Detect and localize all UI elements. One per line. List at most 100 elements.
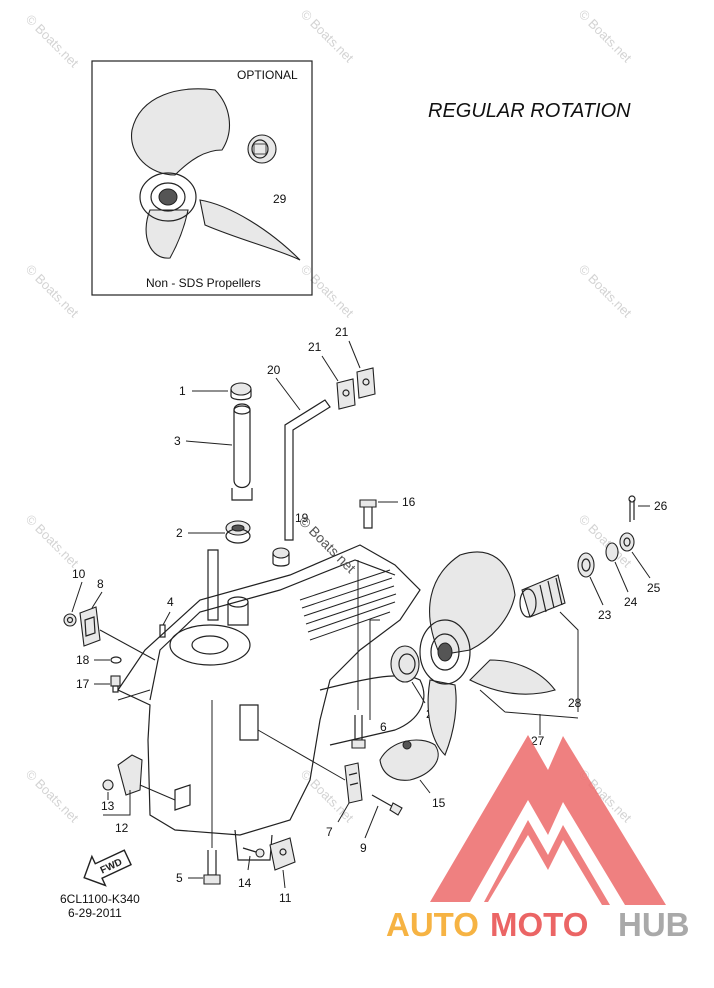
part-8-cover: [79, 606, 101, 647]
part-12-trim-tab: [117, 754, 143, 796]
callout-19: 19: [295, 511, 309, 525]
callout-17: 17: [76, 677, 90, 691]
part-23-washer: [577, 552, 595, 578]
part-16-bolt: [359, 499, 377, 529]
watermark: © Boats.net: [576, 262, 635, 321]
optional-box: OPTIONAL Non - SDS Propellers 29: [91, 60, 313, 296]
logo-moto: MOTO: [490, 906, 588, 943]
automotohub-logo: AUTO MOTO HUB: [386, 735, 690, 943]
callout-2: 2: [176, 526, 183, 540]
optional-propeller-icon: [131, 88, 301, 261]
logo-hub: HUB: [618, 906, 690, 943]
leader-10: [71, 581, 83, 613]
part-21-clip: [356, 367, 376, 399]
optional-title: OPTIONAL: [237, 68, 298, 82]
part-22-thrust-washer: [390, 645, 420, 683]
callout-25: 25: [647, 581, 661, 595]
fwd-arrow-icon: FWD: [83, 849, 132, 887]
part-28-spacer: [519, 574, 566, 618]
callout-12: 12: [115, 821, 129, 835]
callout-18: 18: [76, 653, 90, 667]
watermark: © Boats.net: [23, 12, 82, 71]
callout-29: 29: [273, 192, 287, 206]
callout-15: 15: [432, 796, 446, 810]
callout-7: 7: [326, 825, 333, 839]
watermark: © Boats.net: [576, 7, 635, 66]
callout-28: 28: [568, 696, 582, 710]
part-13-bolt: [102, 779, 114, 791]
callout-9: 9: [360, 841, 367, 855]
leader-14: [247, 855, 251, 871]
watermark: © Boats.net: [298, 262, 357, 321]
callout-11: 11: [279, 891, 292, 905]
part-20-shift-rod: [284, 399, 331, 541]
leader-3: [185, 440, 233, 446]
leader-15: [419, 779, 431, 794]
logo-auto: AUTO: [386, 906, 479, 943]
callout-21: 21: [335, 325, 349, 339]
leader-21b: [348, 340, 361, 369]
optional-caption: Non - SDS Propellers: [146, 276, 261, 290]
callout-5: 5: [176, 871, 183, 885]
callout-16: 16: [402, 495, 416, 509]
leader-21a: [321, 355, 339, 382]
part-25-nut: [619, 532, 635, 552]
leader-8: [91, 591, 103, 609]
leader-25: [631, 551, 651, 579]
callout-24: 24: [624, 595, 638, 609]
part-24-washer: [605, 542, 619, 562]
diagram-date: 6-29-2011: [68, 906, 122, 920]
part-7-anode: [344, 762, 363, 804]
callout-10: 10: [72, 567, 86, 581]
part-2-grommet: [225, 520, 251, 544]
part-3-water-tube: [231, 403, 253, 501]
leader-28: [559, 611, 579, 712]
leader-23: [589, 576, 604, 606]
part-11-anode: [269, 837, 296, 871]
leader-24: [614, 561, 629, 593]
part-9-bolt: [371, 794, 403, 816]
callout-1: 1: [179, 384, 186, 398]
leader-11: [282, 869, 286, 889]
part-18-o-ring: [110, 656, 122, 664]
part-4-dowel-pin: [159, 624, 166, 638]
leader-4: [162, 611, 171, 626]
part-15-trim-anode: [379, 739, 439, 781]
part-26-cotter-pin: [628, 495, 636, 522]
watermark-overlay: © Boats net: [296, 513, 359, 576]
callout-3: 3: [174, 434, 181, 448]
leader-22: [411, 681, 426, 704]
leader-12: [103, 784, 176, 816]
part-5-bolt: [203, 850, 221, 885]
part-17-plug: [110, 675, 121, 693]
part-1-seal: [230, 382, 252, 401]
leader-6: [357, 560, 380, 720]
watermark: © Boats.net: [23, 512, 82, 571]
watermark: © Boats.net: [23, 262, 82, 321]
leader-27: [479, 689, 579, 735]
part-21-clip: [336, 378, 356, 410]
callout-4: 4: [167, 595, 174, 609]
leader-9: [364, 805, 379, 839]
part-14-screw: [242, 847, 265, 858]
leader-17b: [117, 689, 151, 701]
part-6-bolt: [351, 715, 366, 749]
page-title: REGULAR ROTATION: [428, 100, 631, 122]
callout-26: 26: [654, 499, 668, 513]
part-10-nut: [63, 613, 77, 627]
watermark: © Boats.net: [23, 767, 82, 826]
diagram-code: 6CL1100-K340: [60, 892, 140, 906]
part-29-spacer: [247, 134, 277, 164]
propeller: [419, 551, 556, 756]
leader-7b: [257, 729, 346, 781]
watermark: © Boats.net: [298, 7, 357, 66]
callout-8: 8: [97, 577, 104, 591]
callout-6: 6: [380, 720, 387, 734]
lower-casing: [117, 544, 425, 861]
leader-7: [337, 802, 350, 823]
leader-8b: [99, 629, 156, 661]
leader-20: [275, 377, 301, 411]
callout-14: 14: [238, 876, 252, 890]
callout-21: 21: [308, 340, 322, 354]
